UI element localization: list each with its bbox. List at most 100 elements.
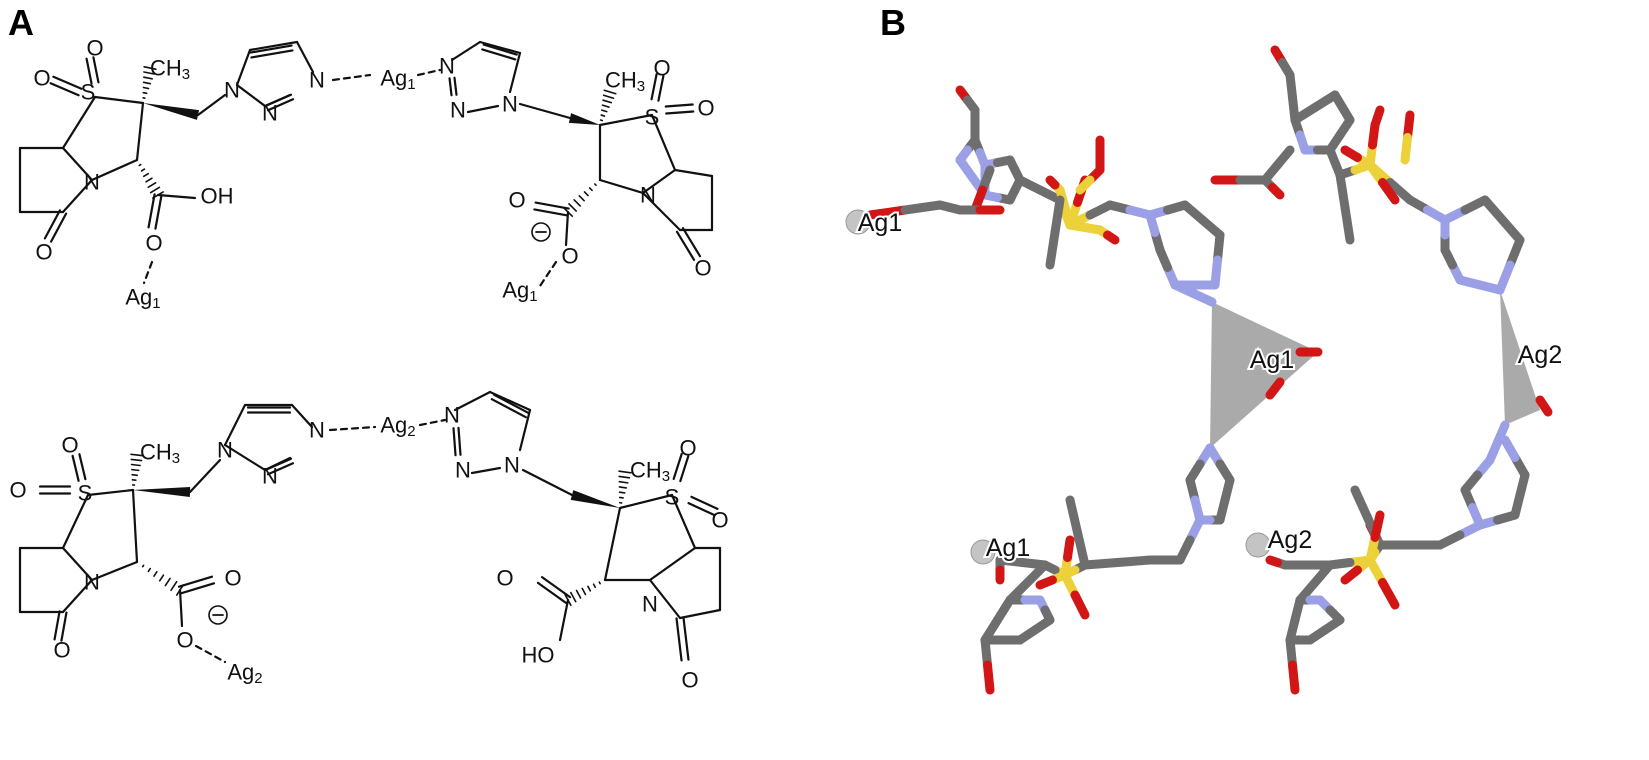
hashed-wedge-bond: [583, 191, 589, 197]
bond: [177, 575, 214, 588]
bond: [452, 427, 457, 457]
atom-n: N: [309, 418, 325, 443]
stick-bond: [1288, 660, 1300, 695]
atom-ag1: Ag1: [502, 278, 537, 305]
bond: [178, 588, 184, 628]
silver-label-ag2: Ag2: [1518, 341, 1562, 369]
bond: [147, 193, 156, 229]
bond: [453, 76, 458, 96]
bond: [490, 398, 527, 419]
bond: [235, 48, 252, 87]
hashed-wedge-bond: [130, 463, 141, 467]
bond: [71, 454, 80, 482]
bond: [664, 103, 694, 108]
hashed-wedge-bond: [601, 109, 608, 113]
hashed-wedge-bond: [570, 591, 577, 603]
hashed-wedge-bond: [164, 577, 171, 587]
bond: [90, 158, 139, 182]
bond: [188, 458, 222, 494]
hashed-wedge-bond: [602, 94, 615, 100]
bond: [223, 443, 267, 472]
atom-o: O: [145, 231, 162, 256]
panel-label-a: A: [8, 2, 34, 43]
bond: [675, 617, 683, 662]
stick-bond: [1335, 170, 1350, 212]
hashed-wedge-bond: [618, 470, 632, 474]
bond: [90, 560, 139, 582]
atom-ch3: CH3: [605, 68, 645, 95]
stick-bond: [1400, 133, 1412, 165]
bond: [682, 616, 690, 661]
atom-s: S: [665, 485, 680, 510]
stick-bond: [1268, 183, 1285, 200]
stick-bond: [983, 660, 995, 695]
hashed-wedge-bond: [153, 571, 158, 577]
stick-bond: [1378, 178, 1400, 205]
bond: [687, 502, 716, 517]
atom-s: S: [645, 105, 660, 130]
bond: [678, 608, 722, 620]
silver-label-ag1: Ag1: [1250, 346, 1294, 374]
bond: [295, 40, 315, 74]
bond: [648, 578, 682, 620]
bond: [85, 57, 93, 85]
bond: [154, 194, 163, 230]
bond: [603, 506, 622, 582]
bond: [457, 426, 462, 456]
stick-bond: [1189, 289, 1217, 307]
hashed-wedge-bond: [142, 76, 154, 80]
bond: [49, 82, 80, 97]
hashed-wedge-bond: [143, 71, 155, 75]
bond: [61, 578, 94, 614]
atom-o: O: [53, 638, 70, 663]
atom-o: O: [561, 244, 578, 269]
hashed-wedge-bond: [143, 66, 157, 70]
atom-n: N: [642, 592, 658, 617]
bond: [648, 546, 697, 582]
hashed-wedge-bond: [170, 580, 178, 592]
hashed-wedge-bond: [587, 585, 592, 592]
panel-label-b: B: [880, 2, 906, 43]
bond: [564, 210, 570, 247]
atom-oh: OH: [201, 184, 234, 209]
bond: [266, 98, 295, 112]
stick-bond: [1340, 145, 1362, 162]
bond: [43, 209, 62, 240]
bond: [453, 390, 492, 412]
atom-n: N: [262, 464, 278, 489]
hashed-wedge-bond: [141, 564, 145, 568]
bond: [618, 493, 674, 510]
hashed-wedge-bond: [578, 195, 585, 202]
bond: [641, 168, 677, 195]
stick-bond: [900, 200, 945, 215]
hashed-wedge-bond: [130, 453, 144, 457]
atom-n: N: [502, 92, 518, 117]
atom-ch3: CH3: [630, 458, 670, 485]
wedge-bond: [143, 103, 200, 120]
stick-bond: [1075, 175, 1095, 195]
hashed-wedge-bond: [130, 458, 143, 462]
silver-atom: [1245, 532, 1271, 558]
hashed-wedge-bond: [568, 202, 578, 212]
hashed-wedge-bond: [131, 473, 139, 477]
atom-o: O: [697, 96, 714, 121]
hashed-wedge-bond: [142, 86, 150, 90]
bond: [331, 73, 372, 82]
stick-bond: [1500, 435, 1520, 462]
bond: [53, 610, 61, 641]
atom-o: O: [33, 66, 50, 91]
hashed-wedge-bond: [618, 491, 626, 494]
atom-ag1: Ag1: [125, 285, 160, 312]
atom-ch3: CH3: [150, 56, 190, 83]
bond: [690, 495, 719, 510]
bond: [558, 598, 570, 642]
atom-n: N: [450, 98, 466, 123]
hashed-wedge-bond: [575, 589, 582, 599]
bond: [93, 95, 145, 105]
bond: [641, 191, 682, 232]
hashed-wedge-bond: [145, 177, 153, 183]
atom-o: O: [496, 566, 513, 591]
bond: [493, 393, 530, 414]
